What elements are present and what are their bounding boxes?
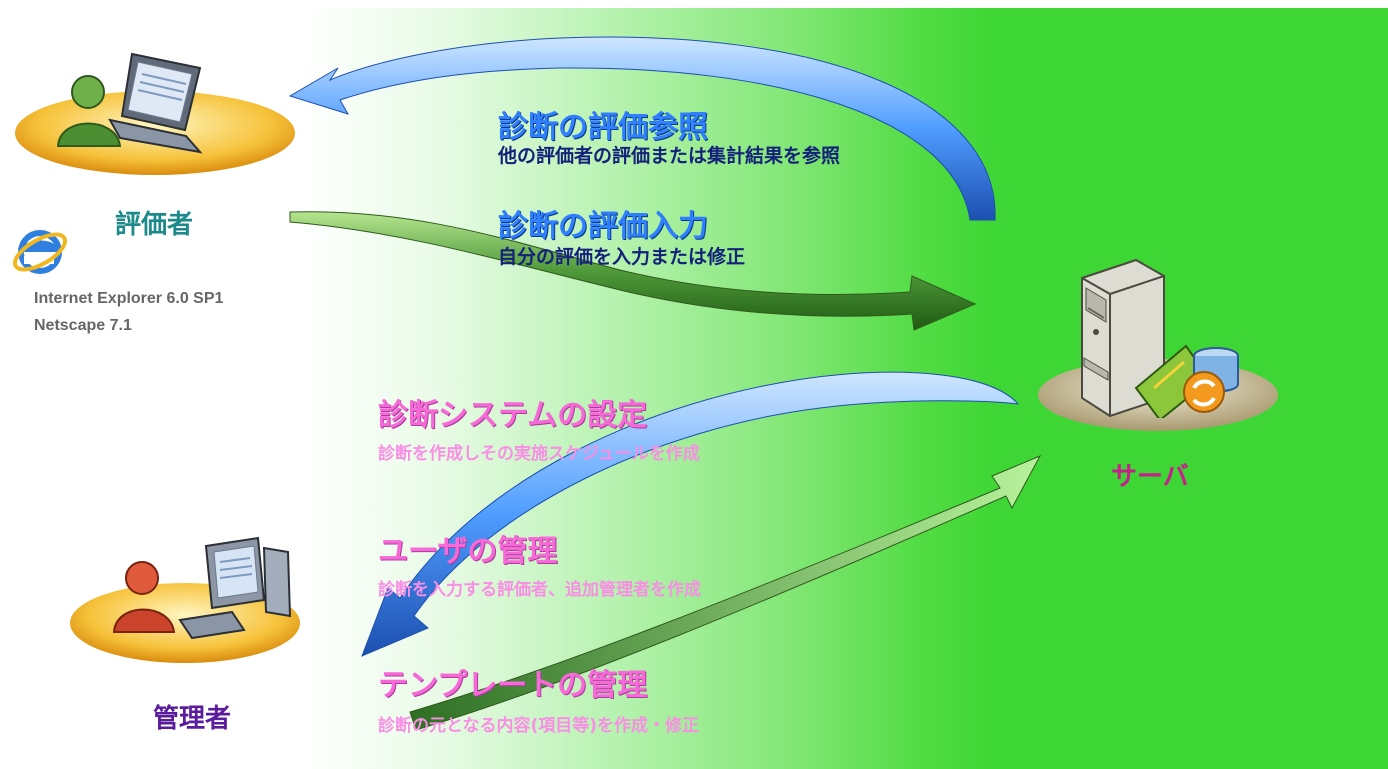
internet-explorer-icon xyxy=(13,230,67,274)
flow-template-subtitle: 診断の元となる内容(項目等)を作成・修正 xyxy=(378,716,700,736)
flow-system-subtitle: 診断を作成しその実施スケジュールを作成 xyxy=(378,444,700,464)
evaluator-laptop-icon xyxy=(56,52,203,154)
evaluator-label: 評価者 xyxy=(115,210,194,240)
admin-desktop-icon xyxy=(112,536,292,640)
flow-template-title: テンプレートの管理 xyxy=(378,668,648,703)
diagram-canvas: 評価者 管理者 サーバ Internet Explorer 6.0 SP1 Ne… xyxy=(0,8,1388,769)
flow-input-subtitle: 自分の評価を入力または修正 xyxy=(498,246,746,268)
flow-users-subtitle: 診断を入力する評価者、追加管理者を作成 xyxy=(378,580,701,600)
server-label: サーバ xyxy=(1111,462,1189,492)
flow-input-title: 診断の評価入力 xyxy=(498,209,708,244)
flow-view-title: 診断の評価参照 xyxy=(498,110,708,145)
flow-view-subtitle: 他の評価者の評価または集計結果を参照 xyxy=(498,145,841,167)
browser-ie: Internet Explorer 6.0 SP1 xyxy=(34,290,224,307)
arrow-input-to-server xyxy=(289,211,977,331)
arrow-view-to-evaluator xyxy=(288,36,996,221)
flow-system-title: 診断システムの設定 xyxy=(378,398,648,433)
admin-label: 管理者 xyxy=(153,704,232,734)
flow-users-title: ユーザの管理 xyxy=(378,534,558,569)
server-icon xyxy=(1081,258,1239,418)
browser-netscape: Netscape 7.1 xyxy=(34,317,132,334)
arrow-system-to-admin xyxy=(361,371,1020,657)
arrow-template-to-server xyxy=(409,454,1042,731)
